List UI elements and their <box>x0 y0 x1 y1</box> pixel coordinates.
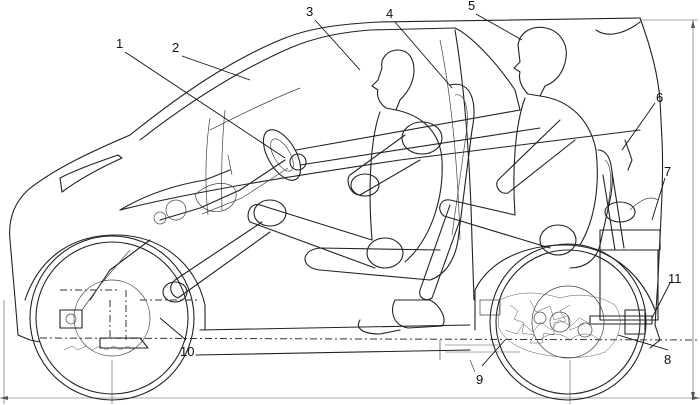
callout-5: 5 <box>468 0 475 13</box>
front-wheel <box>29 235 195 401</box>
callout-1: 1 <box>116 36 123 51</box>
callout-2: 2 <box>172 40 179 55</box>
callout-7: 7 <box>664 164 671 179</box>
callout-9: 9 <box>476 372 483 387</box>
callout-4: 4 <box>386 6 393 21</box>
rear-drive-assembly <box>439 292 621 373</box>
callout-labels: 1 2 3 4 5 6 7 8 9 10 11 <box>116 0 682 387</box>
callout-6: 6 <box>656 90 663 105</box>
rear-wheel <box>489 243 647 401</box>
callout-11: 11 <box>668 271 682 286</box>
steering-system <box>119 109 541 225</box>
callout-leaders <box>124 13 671 367</box>
rear-seat-actuator <box>589 139 661 335</box>
callout-3: 3 <box>306 4 313 19</box>
callout-8: 8 <box>664 352 671 367</box>
car-body-outline <box>9 17 700 356</box>
front-occupant-figure <box>162 49 475 335</box>
rear-occupant-figure <box>419 26 613 301</box>
callout-10: 10 <box>180 344 194 359</box>
front-suspension <box>59 239 151 351</box>
dimension-lines <box>0 19 700 404</box>
